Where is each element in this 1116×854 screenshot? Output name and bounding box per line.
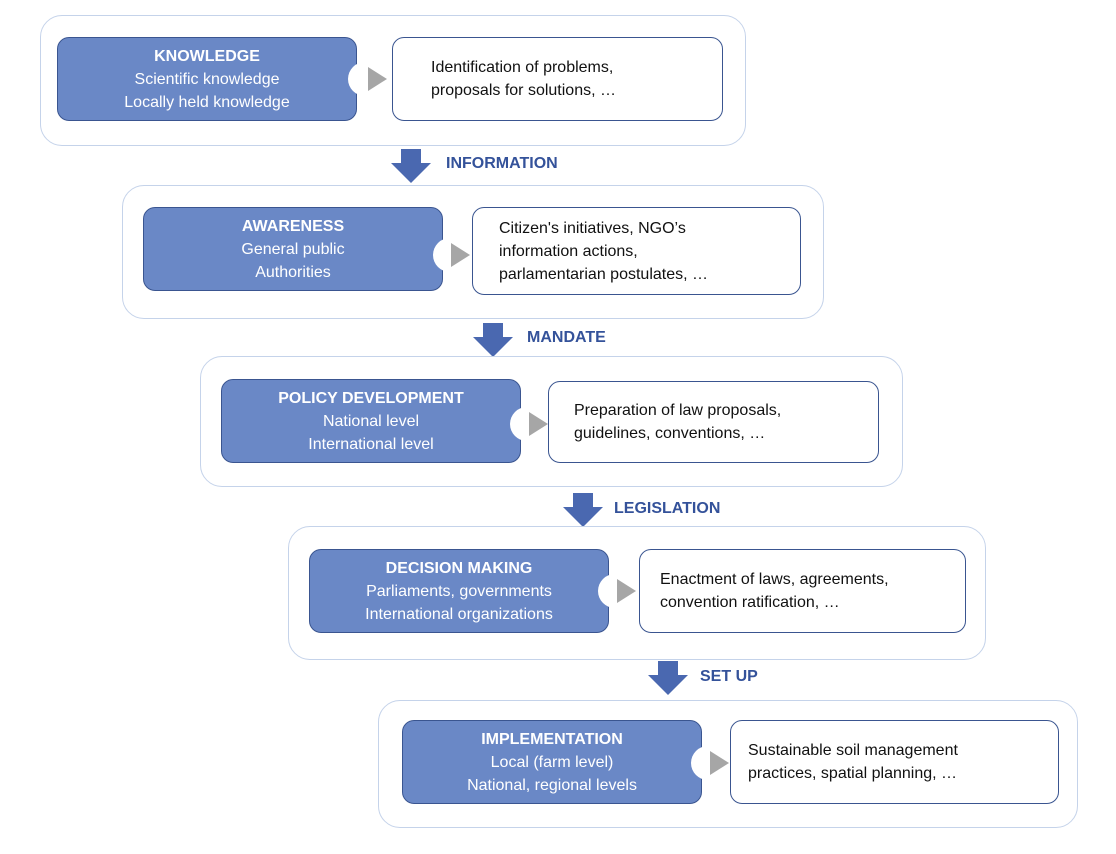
decision-making-line-2: International organizations: [365, 605, 553, 623]
knowledge-box: KNOWLEDGE Scientific knowledge Locally h…: [57, 37, 357, 121]
policy-development-outcome-box: Preparation of law proposals, guidelines…: [548, 381, 879, 463]
awareness-title: AWARENESS: [241, 217, 345, 235]
decision-making-outcome-line-1: Enactment of laws, agreements,: [660, 571, 889, 588]
information-arrow-icon: [391, 149, 431, 183]
decision-making-line-1: Parliaments, governments: [366, 582, 552, 600]
knowledge-line-2: Locally held knowledge: [124, 93, 290, 111]
knowledge-outcome-box: Identification of problems, proposals fo…: [392, 37, 723, 121]
decision-making-box: DECISION MAKING Parliaments, governments…: [309, 549, 609, 633]
implementation-line-1: Local (farm level): [490, 753, 614, 771]
legislation-arrow-icon: [563, 493, 603, 527]
decision-making-title: DECISION MAKING: [385, 559, 533, 577]
awareness-line-1: General public: [241, 240, 345, 258]
decision-making-outcome-box: Enactment of laws, agreements, conventio…: [639, 549, 966, 633]
mandate-arrow-icon: [473, 323, 513, 357]
awareness-outcome-box: Citizen's initiatives, NGO’s information…: [472, 207, 801, 295]
decision-making-outcome-line-2: convention ratification, …: [660, 594, 840, 611]
policy-development-pointer-icon: [529, 412, 548, 436]
connector-legislation: LEGISLATION: [614, 500, 721, 517]
awareness-pointer-icon: [451, 243, 470, 267]
knowledge-title: KNOWLEDGE: [154, 47, 260, 65]
knowledge-outcome-line-2: proposals for solutions, …: [431, 82, 616, 99]
knowledge-line-1: Scientific knowledge: [134, 70, 280, 88]
setup-arrow-icon: [648, 661, 688, 695]
policy-development-title: POLICY DEVELOPMENT: [278, 389, 464, 407]
policy-development-line-2: International level: [308, 435, 434, 453]
knowledge-pointer-icon: [368, 67, 387, 91]
implementation-outcome-line-1: Sustainable soil management: [748, 742, 958, 759]
implementation-pointer-icon: [710, 751, 729, 775]
connector-setup: SET UP: [700, 668, 758, 685]
policy-development-line-1: National level: [322, 412, 420, 430]
implementation-line-2: National, regional levels: [467, 776, 637, 794]
awareness-outcome-line-1: Citizen's initiatives, NGO’s: [499, 219, 686, 237]
connector-mandate: MANDATE: [527, 329, 606, 346]
implementation-outcome-box: Sustainable soil management practices, s…: [730, 720, 1059, 804]
awareness-outcome-line-2: information actions,: [499, 242, 638, 260]
policy-development-outcome-line-1: Preparation of law proposals,: [574, 402, 782, 419]
awareness-line-2: Authorities: [255, 263, 331, 281]
implementation-title: IMPLEMENTATION: [481, 730, 623, 748]
implementation-outcome-line-2: practices, spatial planning, …: [748, 765, 957, 782]
awareness-box: AWARENESS General public Authorities: [143, 207, 443, 291]
decision-making-pointer-icon: [617, 579, 636, 603]
policy-development-outcome-line-2: guidelines, conventions, …: [574, 425, 766, 442]
policy-development-box: POLICY DEVELOPMENT National level Intern…: [221, 379, 521, 463]
awareness-outcome-line-3: parlamentarian postulates, …: [499, 265, 708, 283]
implementation-box: IMPLEMENTATION Local (farm level) Nation…: [402, 720, 702, 804]
connector-information: INFORMATION: [446, 155, 558, 172]
knowledge-outcome-line-1: Identification of problems,: [431, 59, 614, 76]
